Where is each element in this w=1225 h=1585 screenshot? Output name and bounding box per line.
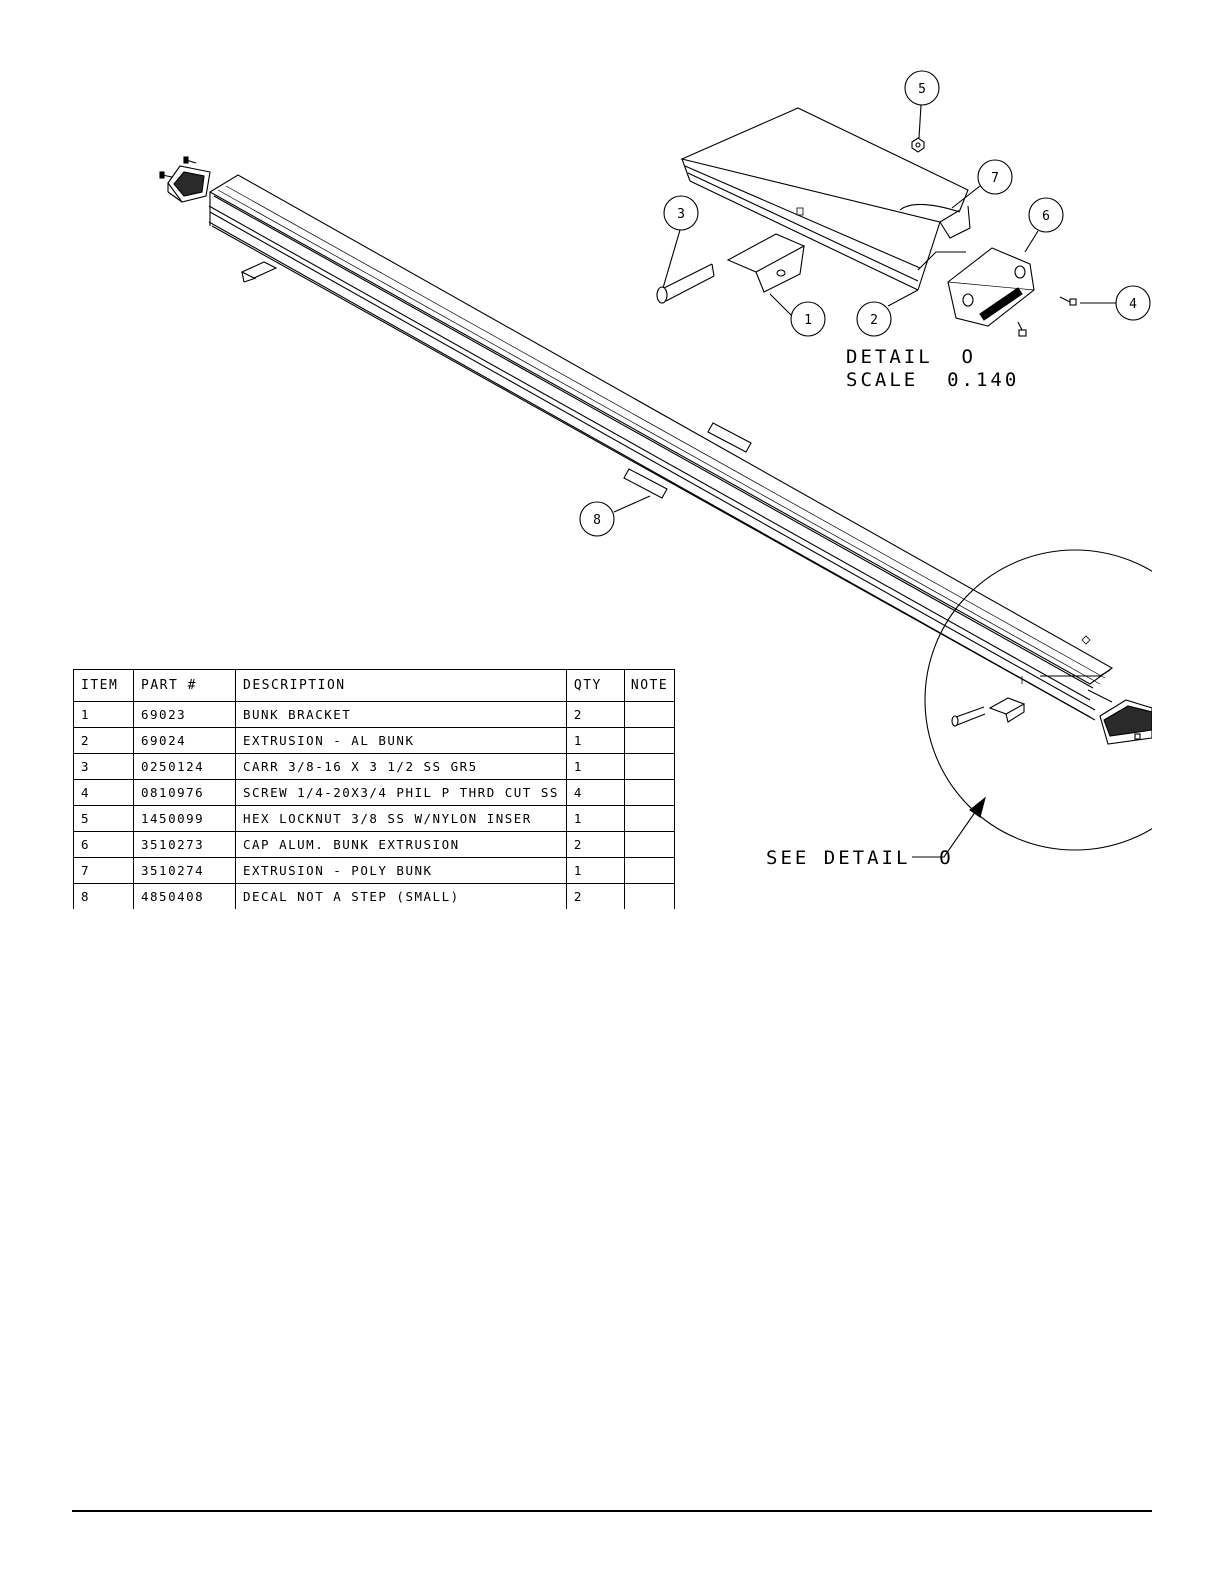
decal-upper bbox=[707, 422, 752, 453]
cell-item: 3 bbox=[73, 753, 134, 780]
cell-qty: 1 bbox=[565, 753, 625, 780]
cell-part: 69023 bbox=[133, 701, 236, 728]
cell-qty: 2 bbox=[565, 701, 625, 728]
bunk-bracket-detail bbox=[726, 233, 806, 293]
screw-icon bbox=[1017, 296, 1077, 337]
parts-list-table: ITEM PART # DESCRIPTION QTY NOTE 1 69023… bbox=[73, 669, 676, 909]
balloon-label: 2 bbox=[870, 313, 878, 328]
hex-locknut-detail bbox=[911, 137, 925, 153]
balloon-label: 6 bbox=[1042, 209, 1050, 224]
cell-description: CARR 3/8-16 X 3 1/2 SS GR5 bbox=[235, 753, 567, 780]
decal-lower bbox=[623, 468, 668, 499]
cell-part: 4850408 bbox=[133, 883, 236, 909]
balloon-label: 5 bbox=[918, 82, 926, 97]
cell-part: 3510274 bbox=[133, 857, 236, 884]
cell-part: 1450099 bbox=[133, 805, 236, 832]
balloon-label: 1 bbox=[804, 313, 812, 328]
cell-description: SCREW 1/4-20X3/4 PHIL P THRD CUT SS bbox=[235, 779, 567, 806]
cell-item: 8 bbox=[73, 883, 134, 909]
cell-item: 6 bbox=[73, 831, 134, 858]
balloon-8 bbox=[579, 495, 651, 537]
detail-o-circle bbox=[924, 549, 1152, 851]
end-cap-detail bbox=[947, 247, 1035, 327]
screw-icon bbox=[159, 156, 197, 179]
cell-part: 0810976 bbox=[133, 779, 236, 806]
cell-part: 69024 bbox=[133, 727, 236, 754]
cell-qty: 2 bbox=[565, 831, 625, 858]
cell-note bbox=[623, 805, 676, 832]
cell-description: HEX LOCKNUT 3/8 SS W/NYLON INSER bbox=[235, 805, 567, 832]
end-cap-far bbox=[167, 165, 211, 203]
balloon-4 bbox=[1080, 285, 1151, 321]
cell-description: EXTRUSION - POLY BUNK bbox=[235, 857, 567, 884]
cell-item: 4 bbox=[73, 779, 134, 806]
bunk-extrusion-main bbox=[208, 174, 1114, 721]
column-header-part: PART # bbox=[133, 669, 236, 702]
cell-item: 1 bbox=[73, 701, 134, 728]
balloon-label: 7 bbox=[991, 171, 999, 186]
balloon-label: 8 bbox=[593, 513, 601, 528]
balloon-label: 3 bbox=[677, 207, 685, 222]
balloon-7 bbox=[951, 159, 1013, 209]
table-header-row: ITEM PART # DESCRIPTION QTY NOTE bbox=[73, 669, 676, 702]
footer-divider bbox=[72, 1510, 1152, 1512]
cell-qty: 1 bbox=[565, 857, 625, 884]
balloon-label: 4 bbox=[1129, 297, 1137, 312]
table-row: 6 3510273 CAP ALUM. BUNK EXTRUSION 2 bbox=[73, 831, 676, 858]
table-row: 2 69024 EXTRUSION - AL BUNK 1 bbox=[73, 727, 676, 754]
cell-note bbox=[623, 883, 676, 909]
balloon-6 bbox=[1024, 197, 1064, 253]
cell-item: 2 bbox=[73, 727, 134, 754]
cell-description: BUNK BRACKET bbox=[235, 701, 567, 728]
balloon-2 bbox=[856, 289, 919, 337]
column-header-note: NOTE bbox=[623, 669, 676, 702]
see-detail-callout: SEE DETAIL O bbox=[766, 847, 954, 869]
column-header-description: DESCRIPTION bbox=[235, 669, 567, 702]
table-row: 8 4850408 DECAL NOT A STEP (SMALL) 2 bbox=[73, 883, 676, 909]
cell-note bbox=[623, 779, 676, 806]
balloon-5 bbox=[904, 70, 940, 139]
cell-description: CAP ALUM. BUNK EXTRUSION bbox=[235, 831, 567, 858]
cell-qty: 2 bbox=[565, 883, 625, 909]
carriage-bolt-detail bbox=[656, 263, 715, 304]
column-header-qty: QTY bbox=[565, 669, 625, 702]
detail-title: DETAIL O bbox=[846, 346, 976, 368]
column-header-item: ITEM bbox=[73, 669, 134, 702]
see-detail-leader bbox=[912, 796, 986, 858]
table-row: 1 69023 BUNK BRACKET 2 bbox=[73, 701, 676, 728]
cell-qty: 1 bbox=[565, 727, 625, 754]
detail-o-view bbox=[680, 107, 971, 291]
cell-item: 5 bbox=[73, 805, 134, 832]
detail-scale: SCALE 0.140 bbox=[846, 369, 1019, 391]
cell-note bbox=[623, 727, 676, 754]
cell-qty: 1 bbox=[565, 805, 625, 832]
cell-part: 3510273 bbox=[133, 831, 236, 858]
balloon-1 bbox=[769, 293, 826, 337]
table-row: 3 0250124 CARR 3/8-16 X 3 1/2 SS GR5 1 bbox=[73, 753, 676, 780]
cell-qty: 4 bbox=[565, 779, 625, 806]
cell-note bbox=[623, 831, 676, 858]
cell-note bbox=[623, 753, 676, 780]
table-row: 4 0810976 SCREW 1/4-20X3/4 PHIL P THRD C… bbox=[73, 779, 676, 806]
balloon-3 bbox=[662, 195, 699, 289]
cell-part: 0250124 bbox=[133, 753, 236, 780]
cell-item: 7 bbox=[73, 857, 134, 884]
table-row: 5 1450099 HEX LOCKNUT 3/8 SS W/NYLON INS… bbox=[73, 805, 676, 832]
table-row: 7 3510274 EXTRUSION - POLY BUNK 1 bbox=[73, 857, 676, 884]
cell-note bbox=[623, 857, 676, 884]
cell-description: DECAL NOT A STEP (SMALL) bbox=[235, 883, 567, 909]
cell-note bbox=[623, 701, 676, 728]
cell-description: EXTRUSION - AL BUNK bbox=[235, 727, 567, 754]
bunk-bracket-far bbox=[240, 261, 278, 279]
